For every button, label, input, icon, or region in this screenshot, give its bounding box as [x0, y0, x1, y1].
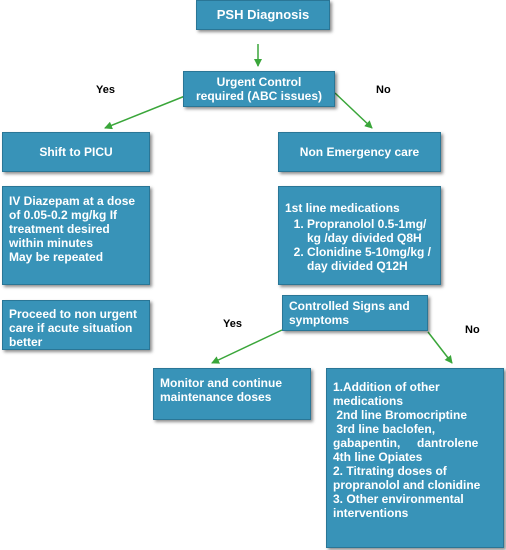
other-line-9: 3. Other environmental: [333, 492, 464, 506]
first-line-meds-box: 1st line medications Propranolol 0.5-1mg…: [278, 186, 441, 285]
proceed-non-urgent-box: Proceed to non urgent care if acute situ…: [2, 300, 150, 350]
controlled-signs-box: Controlled Signs and symptoms: [282, 295, 428, 331]
other-line-3: 2nd line Bromocriptine: [333, 408, 468, 422]
iv-diazepam-line-1: IV Diazepam at a dose: [9, 194, 136, 208]
urgent-control-line-1: Urgent Control: [216, 75, 302, 89]
other-line-8: propranolol and clonidine: [333, 478, 481, 492]
other-line-10: interventions: [333, 506, 409, 520]
monitor-box: Monitor and continue maintenance doses: [153, 368, 311, 420]
med-item-propranolol: Propranolol 0.5-1mg/ kg /day divided Q8H: [307, 217, 434, 245]
med-item-clonidine: Clonidine 5-10mg/kg / day divided Q12H: [307, 245, 434, 273]
monitor-line-1: Monitor and continue: [160, 376, 282, 390]
iv-diazepam-line-3: treatment desired: [9, 222, 110, 236]
iv-diazepam-line-2: of 0.05-0.2 mg/kg If: [9, 208, 118, 222]
other-line-7: 2. Titrating doses of: [333, 464, 447, 478]
proceed-line-1: Proceed to non urgent: [9, 307, 138, 321]
first-line-med-list: Propranolol 0.5-1mg/ kg /day divided Q8H…: [285, 217, 434, 273]
iv-diazepam-box: IV Diazepam at a dose of 0.05-0.2 mg/kg …: [2, 186, 150, 285]
iv-diazepam-line-4: within minutes: [9, 236, 93, 250]
other-line-2: medications: [333, 394, 404, 408]
controlled-signs-line-2: symptoms: [289, 313, 350, 327]
arrow-urgent-to-picu: [104, 95, 186, 130]
proceed-line-2: care if acute situation: [9, 321, 133, 335]
proceed-line-3: better: [9, 335, 43, 349]
yes-label-top: Yes: [96, 84, 115, 96]
other-line-4: 3rd line baclofen,: [333, 422, 436, 436]
urgent-control-line-2: required (ABC issues): [195, 89, 323, 103]
monitor-line-2: maintenance doses: [160, 390, 272, 404]
iv-diazepam-line-5: May be repeated: [9, 250, 104, 264]
arrow-urgent-to-nonemergency: [334, 92, 373, 129]
non-emergency-text: Non Emergency care: [299, 145, 420, 159]
no-label-mid: No: [465, 324, 480, 336]
controlled-signs-line-1: Controlled Signs and: [289, 299, 410, 313]
other-line-6: 4th line Opiates: [333, 450, 423, 464]
shift-picu-box: Shift to PICU: [2, 132, 150, 172]
other-line-5: gabapentin, dantrolene: [333, 436, 479, 450]
other-options-box: 1.Addition of other medications 2nd line…: [326, 368, 504, 548]
shift-picu-text: Shift to PICU: [39, 145, 113, 159]
psh-diagnosis-text: PSH Diagnosis: [216, 7, 310, 22]
other-line-1: 1.Addition of other: [333, 380, 440, 394]
non-emergency-box: Non Emergency care: [278, 132, 441, 172]
yes-label-mid: Yes: [223, 318, 242, 330]
urgent-control-box: Urgent Control required (ABC issues): [183, 71, 335, 107]
no-label-top: No: [376, 84, 391, 96]
first-line-title: 1st line medications: [285, 201, 400, 215]
arrow-controlled-to-monitor: [211, 329, 283, 364]
arrow-controlled-to-other: [427, 331, 453, 364]
psh-diagnosis-box: PSH Diagnosis: [196, 0, 330, 30]
